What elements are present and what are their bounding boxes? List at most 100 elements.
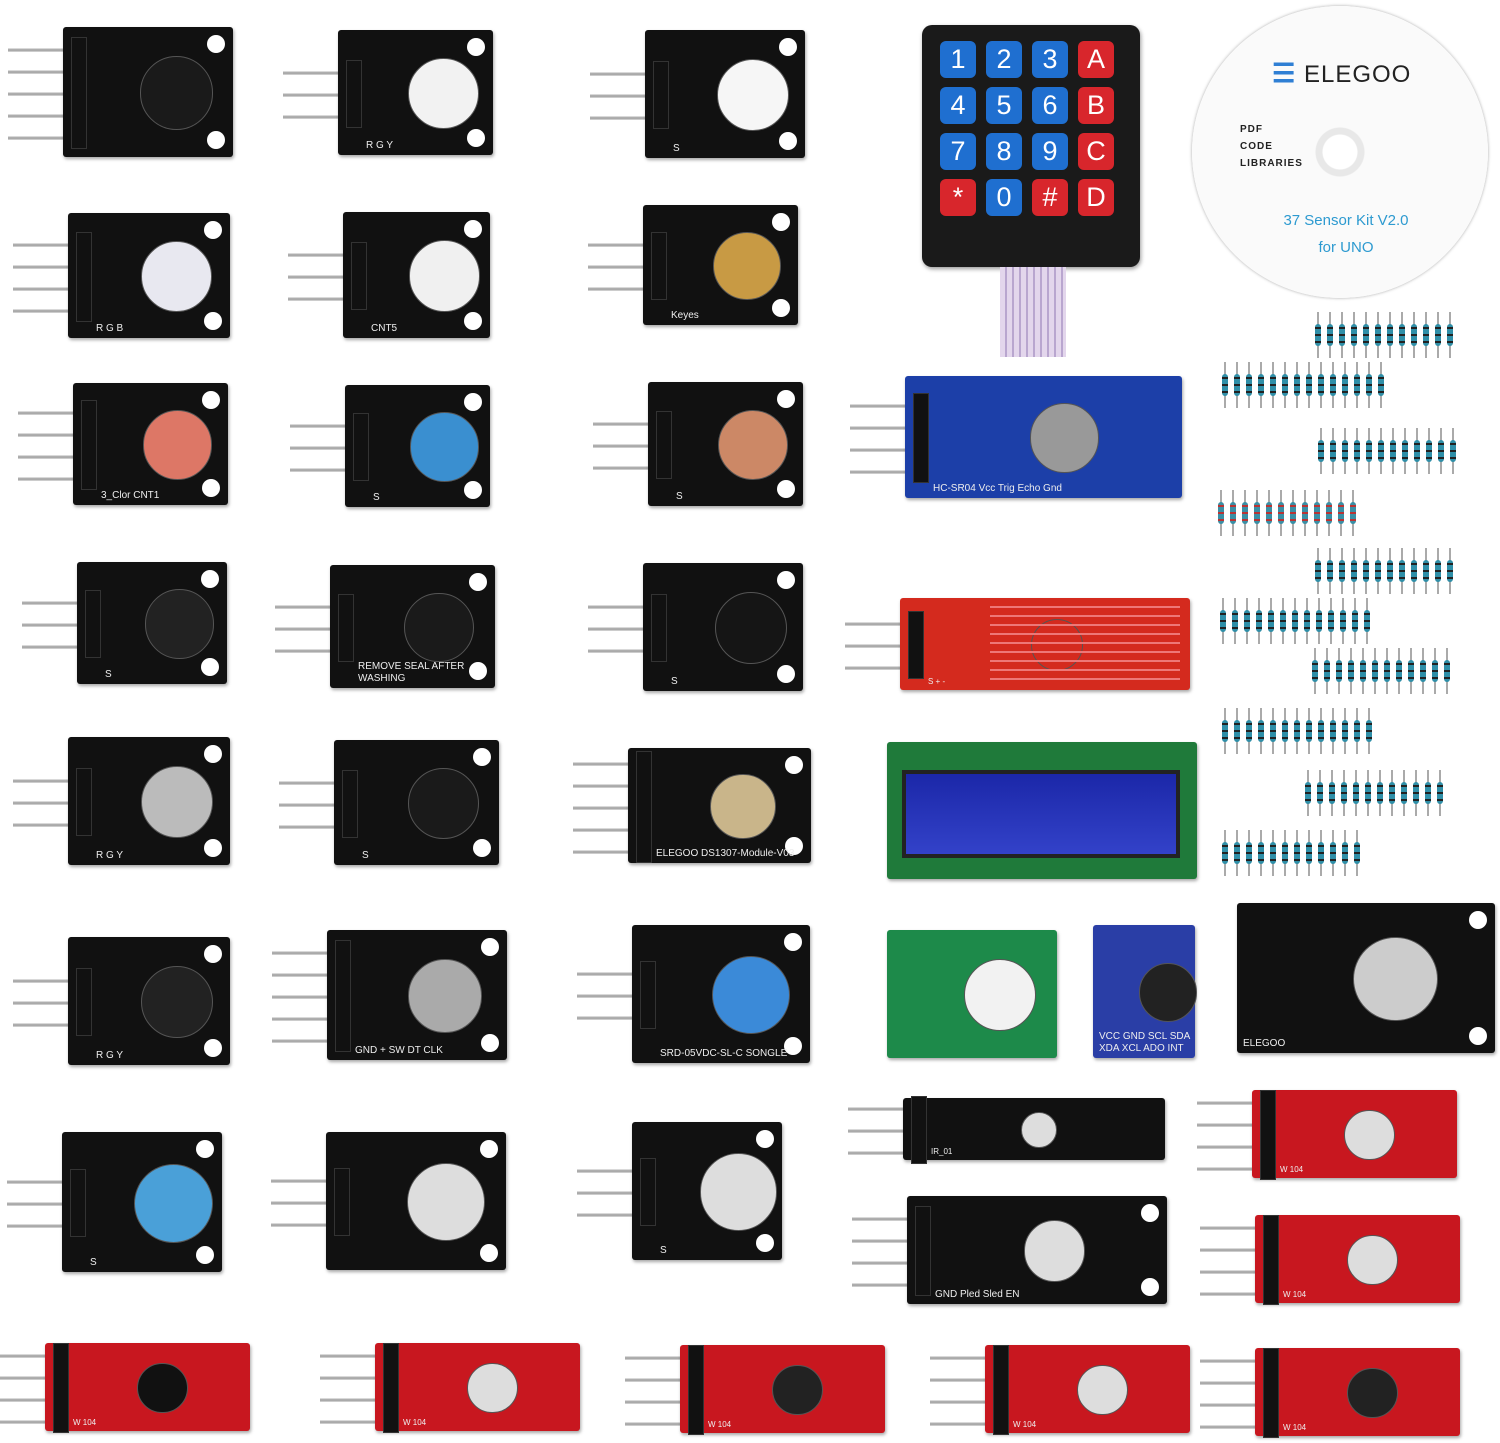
header-pin (8, 48, 78, 52)
component (1029, 403, 1099, 473)
resistor-body (1372, 660, 1378, 682)
component (717, 409, 788, 481)
component (137, 1362, 188, 1414)
cd-title: 37 Sensor Kit V2.0 (1283, 212, 1409, 229)
power-supply-module: ELEGOO (1237, 903, 1495, 1053)
resistor (1423, 312, 1429, 358)
resistor (1318, 428, 1324, 474)
header-pin (13, 801, 83, 805)
pin-header (353, 413, 369, 481)
resistor (1352, 598, 1358, 644)
resistor-body (1352, 610, 1358, 632)
header-pin (625, 1356, 695, 1360)
resistor-body (1330, 374, 1336, 396)
module-label: GND Pled Sled EN (935, 1288, 1020, 1300)
resistor-body (1338, 502, 1344, 524)
resistor (1360, 648, 1366, 694)
component (407, 1163, 485, 1241)
header-pin (573, 761, 643, 766)
resistor-body (1354, 842, 1360, 864)
resistor-body (1351, 324, 1357, 346)
resistor-body (1258, 720, 1264, 742)
mounting-hole (464, 220, 482, 238)
resistor (1447, 548, 1453, 594)
resistor (1292, 598, 1298, 644)
component (715, 591, 788, 665)
resistor (1258, 362, 1264, 408)
resistor-body (1315, 560, 1321, 582)
photoresistor-module: S (648, 382, 803, 506)
pin-header (346, 59, 362, 128)
resistor (1378, 362, 1384, 408)
resistor-body (1353, 782, 1359, 804)
header-pin (7, 1224, 77, 1228)
resistor-body (1258, 374, 1264, 396)
temperature-sensor-module: W 104 (1255, 1215, 1460, 1305)
pin-header (342, 769, 358, 838)
resistor-body (1306, 374, 1312, 396)
mounting-hole (785, 837, 803, 855)
mounting-hole (204, 839, 222, 857)
flame-sensor-module: W 104 (45, 1343, 250, 1433)
resistor-body (1437, 782, 1443, 804)
pin-header (338, 593, 354, 662)
resistor (1338, 490, 1344, 536)
header-pin (577, 1016, 647, 1020)
module-label: R G B (96, 322, 124, 334)
resistor (1340, 598, 1346, 644)
resistor (1306, 708, 1312, 754)
resistor-body (1306, 842, 1312, 864)
header-pin (852, 1261, 922, 1265)
resistor (1294, 830, 1300, 876)
module-label: W 104 (1283, 1289, 1307, 1299)
header-pin (577, 1213, 647, 1217)
resistor (1258, 708, 1264, 754)
resistor-body (1222, 842, 1228, 864)
resistor (1342, 830, 1348, 876)
header-pin (577, 994, 647, 998)
resistor-body (1354, 374, 1360, 396)
component (717, 58, 790, 132)
resistor (1366, 362, 1372, 408)
header-pin (577, 1191, 647, 1195)
resistor-body (1411, 324, 1417, 346)
resistor-body (1444, 660, 1450, 682)
resistor (1350, 490, 1356, 536)
header-pin (930, 1400, 1000, 1404)
mounting-hole (207, 35, 225, 53)
header-pin (272, 1017, 342, 1021)
resistor (1222, 708, 1228, 754)
component (1347, 1367, 1398, 1419)
header-pin (13, 1001, 83, 1005)
header-pin (1197, 1123, 1267, 1127)
resistor (1342, 428, 1348, 474)
keypad-key: * (940, 179, 976, 216)
pin-header (656, 411, 672, 479)
component (772, 1364, 823, 1416)
resistor (1435, 312, 1441, 358)
resistor-body (1387, 560, 1393, 582)
sensor-trace (990, 678, 1180, 680)
header-pin (13, 979, 83, 983)
pin-header (1263, 1348, 1279, 1438)
mounting-hole (473, 839, 491, 857)
resistor (1314, 490, 1320, 536)
resistor (1246, 830, 1252, 876)
header-pin (588, 649, 658, 653)
module-label: W 104 (73, 1417, 97, 1427)
resistor-body (1232, 610, 1238, 632)
component (407, 58, 479, 129)
header-pin (283, 92, 353, 97)
resistor-body (1234, 720, 1240, 742)
resistor (1413, 770, 1419, 816)
resistor (1437, 770, 1443, 816)
keypad-key: 1 (940, 41, 976, 78)
module-label: W 104 (403, 1417, 427, 1427)
mounting-hole (1141, 1278, 1159, 1296)
active-buzzer-module: REMOVE SEAL AFTER WASHING (330, 565, 495, 688)
shock-sensor-module: S (643, 563, 803, 691)
resistor-body (1306, 720, 1312, 742)
resistor-body (1220, 610, 1226, 632)
resistor (1425, 770, 1431, 816)
resistor-body (1339, 560, 1345, 582)
